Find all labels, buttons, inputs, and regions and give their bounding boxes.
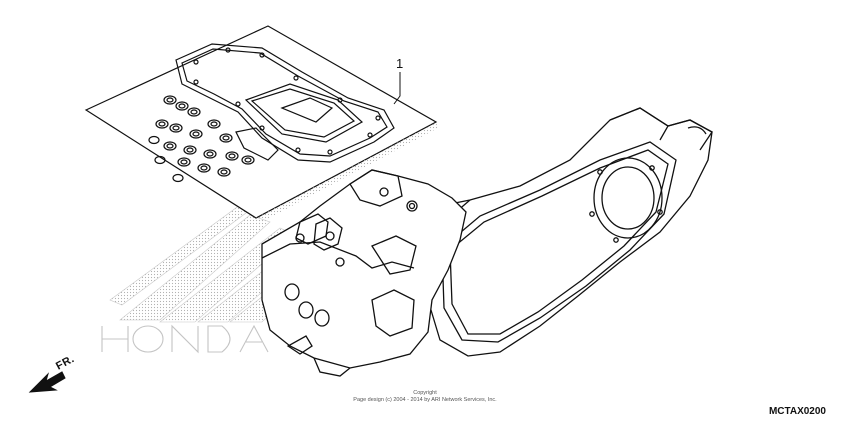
diagram-code: MCTAX0200	[768, 406, 826, 417]
honda-wordmark-watermark	[101, 324, 269, 354]
gasket-kit-sheet	[84, 25, 438, 224]
cylinder-head	[261, 169, 467, 377]
part-callout-number: 1	[396, 56, 404, 71]
front-direction-arrow-icon	[28, 371, 66, 393]
copyright-line-1: Copyright	[413, 390, 437, 396]
callout-leader-line	[393, 72, 401, 105]
copyright-line-2: Page design (c) 2004 - 2014 by ARI Netwo…	[353, 397, 497, 403]
copyright-notice: Copyright Page design (c) 2004 - 2014 by…	[300, 390, 550, 404]
crankcase-cover	[423, 107, 713, 357]
